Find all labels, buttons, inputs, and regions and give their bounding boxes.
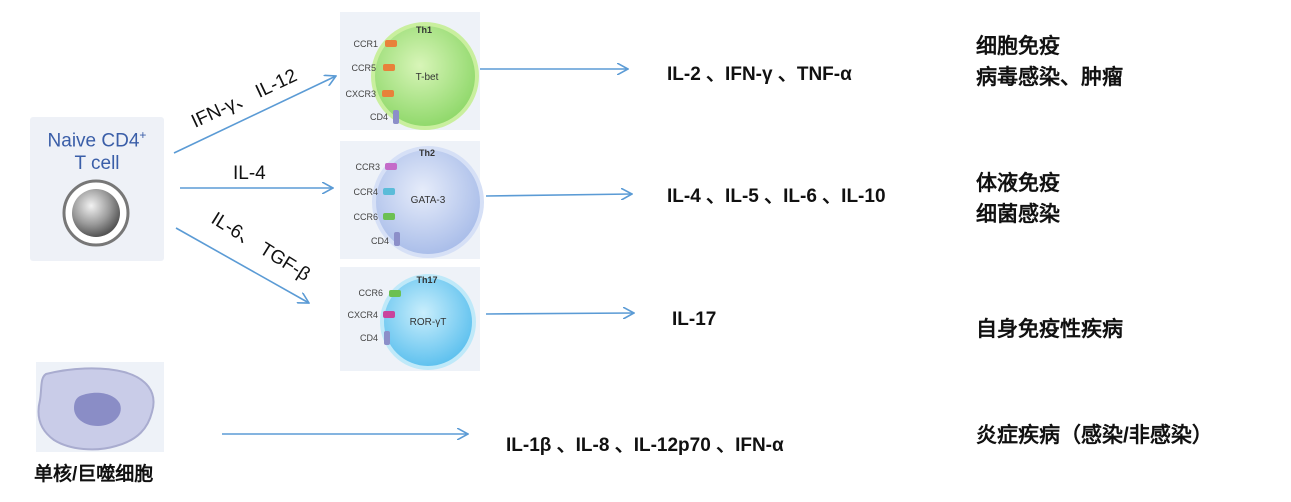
- th17-tf: ROR-γT: [410, 317, 447, 328]
- th1-receptor-2: CCR5: [351, 63, 376, 73]
- ccr5-receptor-icon: [383, 64, 395, 71]
- th1-tf: T-bet: [416, 72, 439, 83]
- th1-cell: Th1 T-bet CCR1 CCR5 CXCR3 CD4: [345, 22, 479, 130]
- th17-functions: 自身免疫性疾病: [976, 318, 1123, 341]
- naive-cell-icon: [62, 179, 130, 247]
- ccr4-receptor-icon: [383, 188, 395, 195]
- th17-cytokines: IL-17: [672, 309, 717, 330]
- th2-receptor-3: CCR6: [353, 212, 378, 222]
- arrow-to-th1: [173, 76, 336, 154]
- th2-receptor-4: CD4: [371, 236, 389, 246]
- th17-receptor-1: CCR6: [358, 288, 383, 298]
- th1-inducer-label: IFN-γ、 IL-12: [188, 65, 300, 132]
- cd4-receptor-icon: [394, 232, 400, 246]
- th2-inducer-label: IL-4: [233, 163, 266, 184]
- th1-receptor-3: CXCR3: [345, 89, 376, 99]
- ccr6-receptor-icon: [389, 290, 401, 297]
- th1-cytokines: IL-2 、IFN-γ 、TNF-α: [667, 64, 852, 85]
- th1-receptor-4: CD4: [370, 112, 388, 122]
- cd4-receptor-icon: [384, 331, 390, 345]
- arrow-th17-output: [485, 313, 634, 314]
- th2-receptor-1: CCR3: [355, 162, 380, 172]
- th17-inducer-label: IL-6、 TGF-β: [207, 208, 313, 285]
- cxcr4-receptor-icon: [383, 311, 395, 318]
- ccr3-receptor-icon: [385, 163, 397, 170]
- th1-receptor-1: CCR1: [353, 39, 378, 49]
- th2-tf: GATA-3: [411, 195, 446, 206]
- th17-receptor-2: CXCR4: [347, 310, 378, 320]
- arrow-to-th17: [175, 227, 309, 303]
- arrow-th2-output: [485, 194, 632, 196]
- th2-cytokines: IL-4 、IL-5 、IL-6 、IL-10: [667, 186, 886, 207]
- naive-cd4-label: Naive CD4+ T cell: [47, 128, 147, 175]
- th2-receptor-2: CCR4: [353, 187, 378, 197]
- th1-functions: 细胞免疫 病毒感染、肿瘤: [976, 35, 1123, 89]
- th2-functions: 体液免疫 细菌感染: [976, 172, 1060, 226]
- macrophage-cell-icon: [36, 362, 164, 452]
- cxcr3-receptor-icon: [382, 90, 394, 97]
- th17-cell: Th17 ROR-γT CCR6 CXCR4 CD4: [347, 274, 476, 370]
- ccr1-receptor-icon: [385, 40, 397, 47]
- th1-name: Th1: [416, 25, 432, 35]
- th2-name: Th2: [419, 148, 435, 158]
- mono-macrophage-label: 单核/巨噬细胞: [34, 464, 154, 485]
- mono-cytokines: IL-1β 、IL-8 、IL-12p70 、IFN-α: [506, 435, 784, 456]
- ccr6-receptor-icon: [383, 213, 395, 220]
- th17-receptor-3: CD4: [360, 333, 378, 343]
- th2-cell: Th2 GATA-3 CCR3 CCR4 CCR6 CD4: [353, 146, 484, 258]
- cd4-receptor-icon: [393, 110, 399, 124]
- mono-functions: 炎症疾病（感染/非感染）: [976, 424, 1213, 447]
- th17-name: Th17: [416, 275, 437, 285]
